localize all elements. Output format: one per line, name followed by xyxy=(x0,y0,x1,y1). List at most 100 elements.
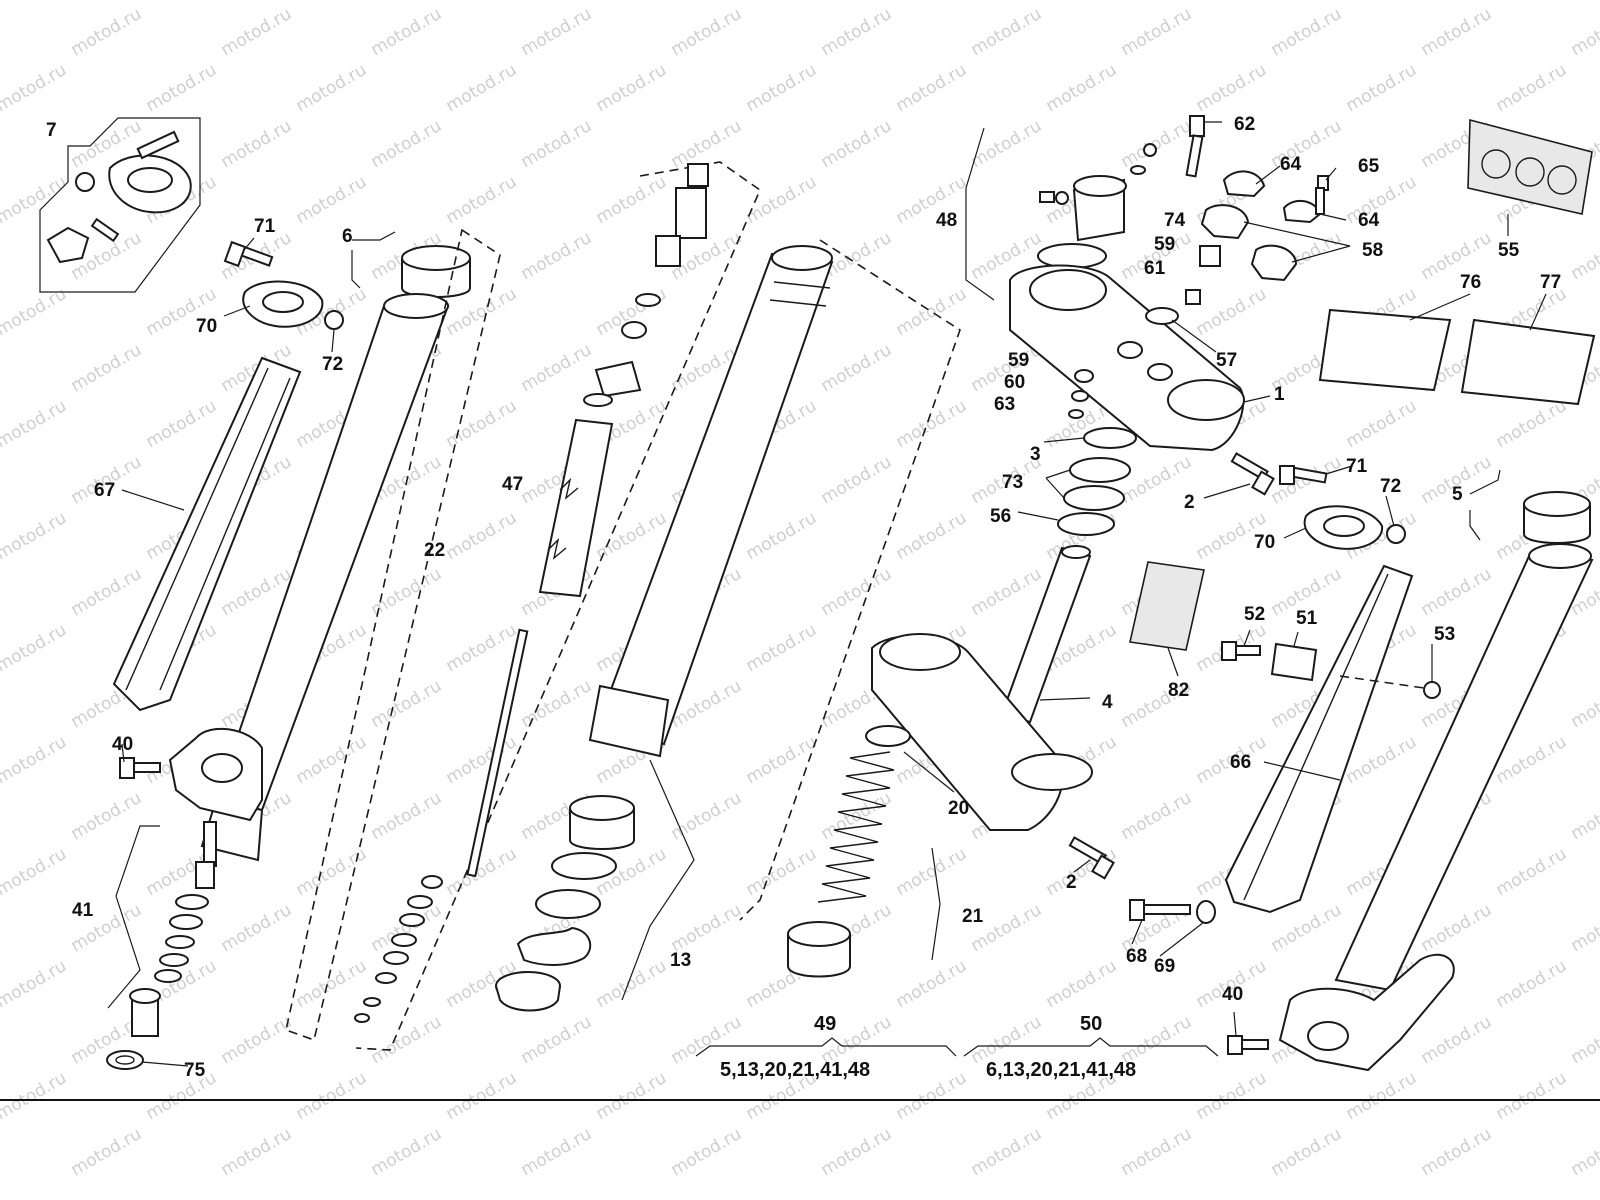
watermark-text: motod.ru xyxy=(1343,0,1421,4)
watermark-text: motod.ru xyxy=(293,0,371,4)
watermark-text: motod.ru xyxy=(218,4,296,60)
part-68-axle-bolt xyxy=(1129,899,1191,921)
watermark-text: motod.ru xyxy=(1043,60,1121,116)
watermark-text: motod.ru xyxy=(1118,788,1196,844)
watermark-text: motod.ru xyxy=(1418,1124,1496,1180)
watermark-text: motod.ru xyxy=(1568,228,1600,284)
watermark-text: motod.ru xyxy=(443,620,521,676)
callout-22: 22 xyxy=(424,540,445,561)
part-67-fork-guard xyxy=(112,356,302,712)
watermark-text: motod.ru xyxy=(743,0,821,4)
watermark-text: motod.ru xyxy=(293,844,371,900)
watermark-text: motod.ru xyxy=(1118,1124,1196,1180)
part-76-pad xyxy=(1318,308,1452,392)
part-55-instrument-pad xyxy=(1467,118,1593,215)
watermark-text: motod.ru xyxy=(1118,4,1196,60)
callout-58: 58 xyxy=(1362,240,1383,261)
watermark-text: motod.ru xyxy=(743,508,821,564)
callout-69: 69 xyxy=(1154,956,1175,977)
watermark-text: motod.ru xyxy=(1343,396,1421,452)
watermark-text: motod.ru xyxy=(818,452,896,508)
watermark-text: motod.ru xyxy=(0,60,70,116)
watermark-text: motod.ru xyxy=(443,172,521,228)
watermark-text: motod.ru xyxy=(143,396,221,452)
watermark-text: motod.ru xyxy=(743,620,821,676)
watermark-text: motod.ru xyxy=(1268,1124,1346,1180)
watermark-text: motod.ru xyxy=(368,1012,446,1068)
watermark-text: motod.ru xyxy=(743,844,821,900)
watermark-text: motod.ru xyxy=(893,508,971,564)
part-69-washer xyxy=(1196,900,1216,924)
part-59-bushing-lower xyxy=(1074,369,1094,383)
callout-57: 57 xyxy=(1216,350,1237,371)
callout-52: 52 xyxy=(1244,604,1265,625)
part-5-dust-seal xyxy=(1523,491,1591,544)
part-72-nut-right xyxy=(1386,524,1406,544)
watermark-text: motod.ru xyxy=(1568,900,1600,956)
watermark-text: motod.ru xyxy=(1568,1124,1600,1180)
watermark-text: motod.ru xyxy=(818,564,896,620)
watermark-text: motod.ru xyxy=(218,1124,296,1180)
watermark-text: motod.ru xyxy=(218,116,296,172)
watermark-text: motod.ru xyxy=(1343,60,1421,116)
part-82-decal xyxy=(1129,561,1205,651)
watermark-text: motod.ru xyxy=(968,4,1046,60)
part-3-dust-cover xyxy=(1083,427,1137,449)
bracket-41 xyxy=(107,825,160,1009)
watermark-text: motod.ru xyxy=(1493,1068,1571,1124)
watermark-text: motod.ru xyxy=(593,956,671,1012)
callout-68: 68 xyxy=(1126,946,1147,967)
watermark-text: motod.ru xyxy=(443,0,521,4)
part-49-bracket xyxy=(739,239,961,921)
watermark-text: motod.ru xyxy=(518,1124,596,1180)
watermark-text: motod.ru xyxy=(293,60,371,116)
watermark-text: motod.ru xyxy=(668,1124,746,1180)
watermark-text: motod.ru xyxy=(1418,564,1496,620)
watermark-text: motod.ru xyxy=(1568,4,1600,60)
part-52-bolt xyxy=(1221,641,1261,661)
watermark-text: motod.ru xyxy=(1568,1012,1600,1068)
callout-20: 20 xyxy=(948,798,969,819)
watermark-text: motod.ru xyxy=(368,676,446,732)
watermark-text: motod.ru xyxy=(593,60,671,116)
watermark-text: motod.ru xyxy=(1493,956,1571,1012)
watermark-text: motod.ru xyxy=(1493,0,1571,4)
watermark-text: motod.ru xyxy=(893,1068,971,1124)
callout-72-right: 72 xyxy=(1380,476,1401,497)
watermark-text: motod.ru xyxy=(593,508,671,564)
kit-50-number: 50 xyxy=(1080,1013,1102,1035)
watermark-text: motod.ru xyxy=(368,4,446,60)
part-64-cap-lower xyxy=(1282,199,1322,224)
part-7-clamp-kit xyxy=(39,117,201,293)
part-60-washer xyxy=(1071,390,1089,402)
watermark-text: motod.ru xyxy=(68,788,146,844)
watermark-text: motod.ru xyxy=(1043,956,1121,1012)
part-58-clamp-a xyxy=(1200,204,1250,240)
watermark-text: motod.ru xyxy=(68,340,146,396)
watermark-text: motod.ru xyxy=(0,508,70,564)
part-57-washer xyxy=(1145,307,1179,325)
callout-65: 65 xyxy=(1358,156,1380,177)
watermark-text: motod.ru xyxy=(443,508,521,564)
callout-71-left: 71 xyxy=(254,216,276,237)
part-61-spacer xyxy=(1185,289,1201,305)
part-40-bolt-left xyxy=(119,757,161,779)
watermark-text: motod.ru xyxy=(293,172,371,228)
watermark-text: motod.ru xyxy=(368,788,446,844)
watermark-text: motod.ru xyxy=(518,116,596,172)
part-56-seal xyxy=(1057,512,1115,536)
watermark-text: motod.ru xyxy=(1193,60,1271,116)
callout-63: 63 xyxy=(994,394,1015,415)
watermark-text: motod.ru xyxy=(0,1068,70,1124)
fork-inner-tube-center xyxy=(588,245,834,758)
watermark-text: motod.ru xyxy=(893,172,971,228)
watermark-text: motod.ru xyxy=(68,1124,146,1180)
part-75-cap xyxy=(106,1050,144,1070)
watermark-text: motod.ru xyxy=(1193,1068,1271,1124)
watermark-text: motod.ru xyxy=(893,0,971,4)
watermark-text: motod.ru xyxy=(518,676,596,732)
callout-82: 82 xyxy=(1168,680,1189,701)
part-13-seal-kit xyxy=(495,795,635,1012)
kit-49-parts: 5,13,20,21,41,48 xyxy=(720,1059,870,1081)
part-53-nut xyxy=(1423,681,1441,699)
